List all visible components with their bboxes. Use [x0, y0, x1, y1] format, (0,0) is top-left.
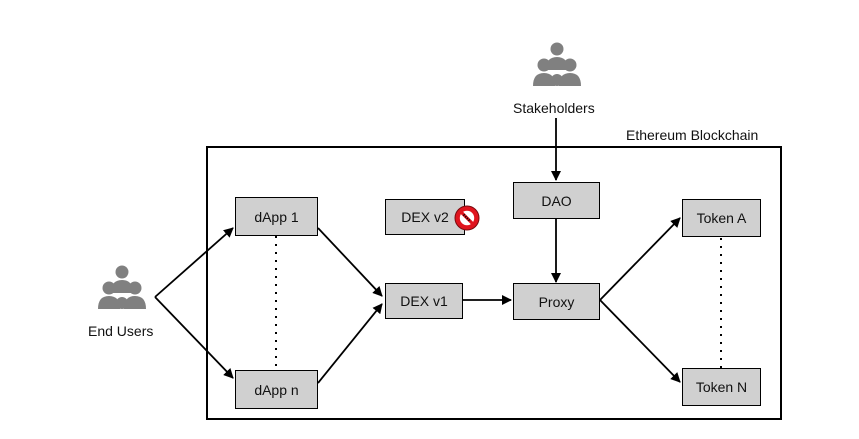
token-n-box: Token N: [682, 368, 761, 406]
edge-endusers-dappn: [154, 296, 234, 379]
people-group-icon: [533, 42, 581, 86]
proxy-box: Proxy: [513, 283, 600, 320]
dapp-n-box: dApp n: [235, 370, 318, 409]
edge-proxy-tokenn: [599, 299, 681, 383]
edge-endusers-dapp1: [154, 227, 234, 298]
dapp-1-box: dApp 1: [235, 197, 318, 236]
no-entry-icon: [454, 205, 480, 231]
edge-proxy-tokena: [599, 217, 681, 301]
dex-v1-box: DEX v1: [385, 283, 463, 319]
edge-dappn-dexv1: [317, 303, 383, 384]
token-a-box: Token A: [682, 199, 761, 237]
end-users-label: End Users: [88, 323, 154, 339]
ethereum-blockchain-boundary: [206, 146, 782, 420]
dao-box: DAO: [513, 182, 600, 219]
people-group-icon: [98, 265, 146, 309]
stakeholders-label: Stakeholders: [513, 100, 595, 116]
boundary-label: Ethereum Blockchain: [626, 127, 759, 143]
dex-v2-box: DEX v2: [385, 199, 465, 235]
edge-dapp1-dexv1: [317, 227, 383, 297]
